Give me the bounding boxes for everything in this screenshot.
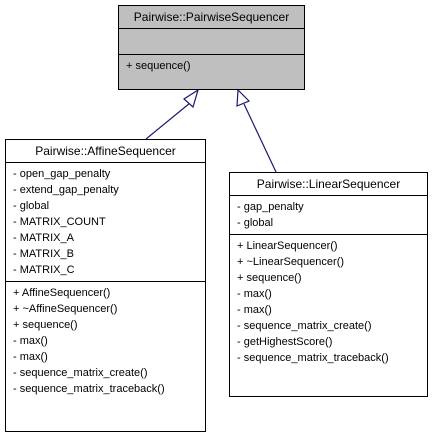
class-member: - max() xyxy=(13,335,48,347)
class-member: - global xyxy=(13,200,50,212)
class-member: - MATRIX_C xyxy=(13,264,75,276)
class-member: - sequence_matrix_create() xyxy=(237,320,372,332)
class-member: + sequence() xyxy=(237,272,302,284)
class-linear-sequencer: Pairwise::LinearSequencer - gap_penalty-… xyxy=(229,172,428,397)
class-member: - sequence_matrix_traceback() xyxy=(237,352,389,364)
class-name: Pairwise::PairwiseSequencer xyxy=(133,10,290,24)
methods-compartment: + LinearSequencer() + ~LinearSequencer() +… xyxy=(230,234,427,369)
class-pairwise-sequencer: Pairwise::PairwiseSequencer + sequence() xyxy=(118,5,305,90)
inheritance-arrowhead-affine xyxy=(183,88,200,109)
class-member: - sequence_matrix_create() xyxy=(13,367,148,379)
class-member: + ~LinearSequencer() xyxy=(237,256,345,268)
class-member: - max() xyxy=(13,351,48,363)
class-member: + AffineSequencer() xyxy=(13,287,111,299)
class-affine-sequencer: Pairwise::AffineSequencer - open_gap_pen… xyxy=(5,139,206,432)
class-member: - MATRIX_A xyxy=(13,232,74,244)
inheritance-line-linear xyxy=(243,103,277,173)
inheritance-arrowhead-linear xyxy=(236,88,251,107)
attributes-compartment xyxy=(119,28,304,54)
class-member: + LinearSequencer() xyxy=(237,240,338,252)
class-name: Pairwise::AffineSequencer xyxy=(35,144,176,158)
inheritance-line-affine xyxy=(145,102,191,140)
class-member: + sequence() xyxy=(13,319,78,331)
class-member: - MATRIX_B xyxy=(13,248,74,260)
class-member: - getHighestScore() xyxy=(237,336,333,348)
class-member: - max() xyxy=(237,288,272,300)
methods-compartment: + sequence() xyxy=(119,54,304,77)
class-member: - global xyxy=(237,217,274,229)
class-member: - max() xyxy=(237,304,272,316)
class-member: + ~AffineSequencer() xyxy=(13,303,118,315)
class-member: - sequence_matrix_traceback() xyxy=(13,383,165,395)
class-member: - gap_penalty xyxy=(237,201,304,213)
attributes-compartment: - gap_penalty - global xyxy=(230,195,427,234)
methods-compartment: + AffineSequencer() + ~AffineSequencer() +… xyxy=(6,281,205,400)
class-member: - extend_gap_penalty xyxy=(13,184,119,196)
class-member: + sequence() xyxy=(126,60,191,72)
class-member: - MATRIX_COUNT xyxy=(13,216,106,228)
attributes-compartment: - open_gap_penalty - extend_gap_penalty - … xyxy=(6,162,205,281)
class-member: - open_gap_penalty xyxy=(13,168,111,180)
class-name: Pairwise::LinearSequencer xyxy=(256,177,401,191)
